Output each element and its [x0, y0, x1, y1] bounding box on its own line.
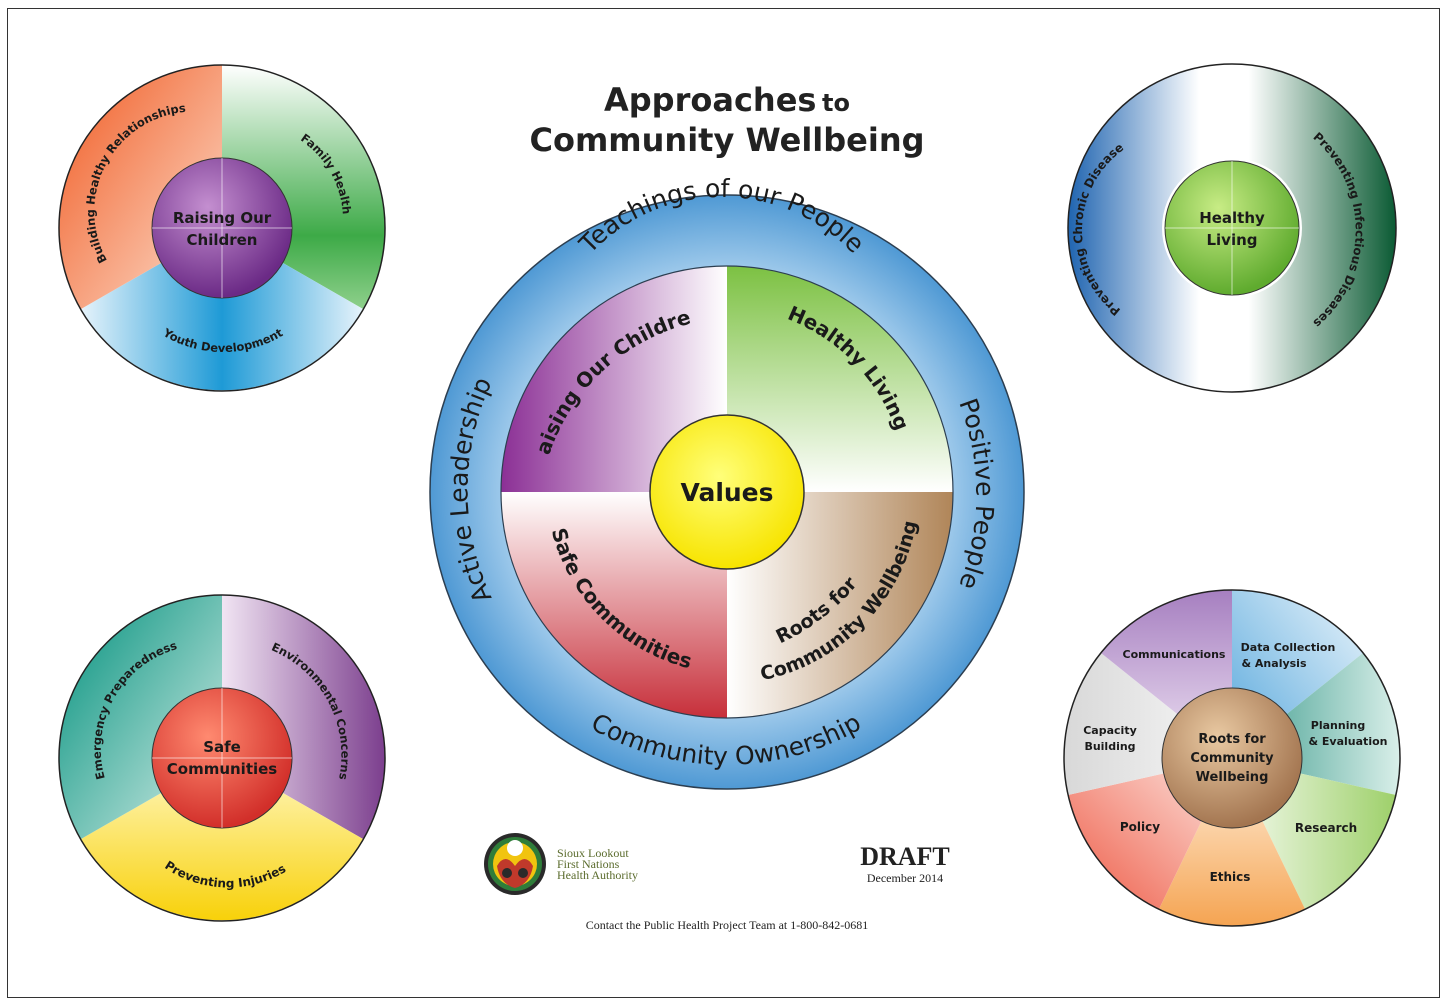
logo-line3: Health Authority [557, 868, 638, 882]
wheel-raising-our-children: Raising Our Children Building Healthy Re… [58, 64, 386, 392]
label-data-collection-2: & Analysis [1242, 657, 1307, 670]
hub-label-line2: Children [187, 231, 258, 249]
values-core [649, 414, 805, 570]
values-label: Values [680, 478, 773, 507]
label-planning-2: & Evaluation [1309, 735, 1388, 748]
draft-date: December 2014 [866, 871, 944, 885]
hub-roots [1161, 687, 1303, 829]
quadrant-roots [727, 492, 953, 718]
wheel-healthy-living: Healthy Living Preventing Chronic Diseas… [1067, 63, 1397, 393]
hub-label-line3: Wellbeing [1196, 770, 1269, 785]
label-communications: Communications [1123, 648, 1226, 661]
page-title: Approaches to Community Wellbeing [480, 80, 974, 160]
draft-label: DRAFT [860, 842, 950, 871]
label-capacity-1: Capacity [1083, 724, 1137, 737]
segment-preventing-injuries [81, 758, 363, 921]
label-data-collection-1: Data Collection [1241, 641, 1336, 654]
label-ethics: Ethics [1210, 870, 1251, 884]
quadrant-raising-our-children [501, 266, 727, 492]
hub-label-line2: Community [1190, 751, 1274, 766]
hub-label-line1: Raising Our [173, 209, 272, 227]
hub-label-line2: Communities [167, 760, 278, 778]
draft-stamp: DRAFT December 2014 [840, 843, 970, 886]
logo-line1: Sioux Lookout [557, 846, 629, 860]
label-capacity-2: Building [1084, 740, 1135, 753]
title-approaches: Approaches [604, 81, 817, 119]
title-community-wellbeing: Community Wellbeing [529, 121, 925, 159]
logo-line2: First Nations [557, 857, 620, 871]
title-to: to [822, 89, 850, 117]
hub-label-line1: Safe [203, 738, 241, 756]
segment-youth-development [81, 228, 363, 391]
label-planning-1: Planning [1311, 719, 1365, 732]
segment-ethics [1159, 758, 1305, 926]
label-policy: Policy [1120, 820, 1160, 834]
hub-label-line2: Living [1206, 231, 1257, 249]
logo-organization-name: Sioux Lookout First Nations Health Autho… [557, 846, 638, 882]
quadrant-safe-communities [501, 492, 727, 718]
wheel-roots: Roots for Community Wellbeing Communicat… [1063, 589, 1401, 927]
contact-line: Contact the Public Health Project Team a… [585, 918, 869, 932]
hub-label-line1: Roots for [1198, 732, 1266, 747]
label-research: Research [1295, 821, 1357, 835]
hub-label-line1: Healthy [1199, 209, 1265, 227]
slfnha-logo-icon [484, 833, 546, 895]
wheel-safe-communities: Safe Communities Emergency Preparedness … [58, 594, 386, 922]
quadrant-healthy-living [727, 266, 953, 492]
